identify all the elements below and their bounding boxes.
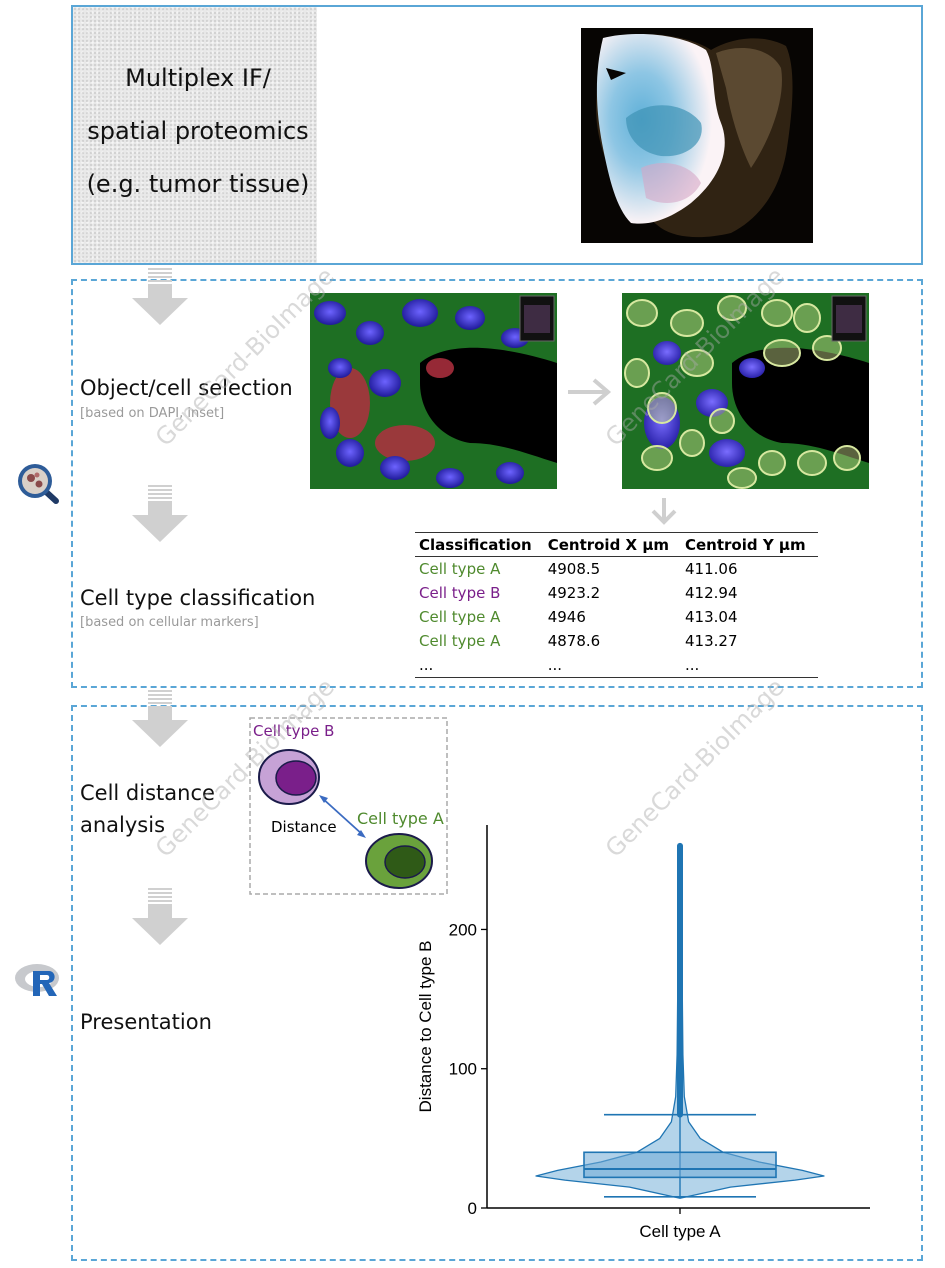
cell-a-label: Cell type A <box>357 809 444 828</box>
box-iqr <box>583 1151 777 1179</box>
cell-b-nucleus <box>275 760 317 796</box>
data-source-line-2: spatial proteomics <box>87 117 309 145</box>
table-cell-class: Cell type A <box>419 632 501 650</box>
step-arrow-2 <box>132 485 188 542</box>
classification-table: Classification Centroid X µm Centroid Y … <box>415 532 818 678</box>
table-cell-y: 413.04 <box>685 608 738 626</box>
column-header-centroid-y: Centroid Y µm <box>681 532 818 557</box>
table-cell-y: 412.94 <box>685 584 738 602</box>
table-header-row: Classification Centroid X µm Centroid Y … <box>415 532 818 557</box>
step-presentation: Presentation <box>80 1010 212 1034</box>
step-arrow-1 <box>132 268 188 325</box>
step-distance-line-1: Cell distance <box>80 781 215 805</box>
step-arrow-3 <box>132 690 188 747</box>
table-cell-y: 411.06 <box>685 560 738 578</box>
cell-b-label: Cell type B <box>253 722 335 740</box>
texture-background <box>73 7 317 263</box>
data-source-label: Multiplex IF/ spatial proteomics (e.g. t… <box>73 52 323 211</box>
step-classification-note: [based on cellular markers] <box>80 615 259 630</box>
table-cell-class: Cell type A <box>419 608 501 626</box>
table-cell-class: ... <box>415 653 544 678</box>
table-cell-x: 4946 <box>547 608 586 626</box>
table-cell-x: 4878.6 <box>547 632 601 650</box>
microscopy-segmented-image <box>622 293 869 489</box>
microscopy-raw-image <box>310 293 557 489</box>
table-row: Cell type A 4908.5 411.06 <box>415 557 818 582</box>
qupath-magnifier-icon <box>18 464 59 504</box>
down-arrow-to-table <box>651 498 677 525</box>
column-header-classification: Classification <box>415 532 544 557</box>
table-row: Cell type B 4923.2 412.94 <box>415 581 818 605</box>
r-logo-icon <box>15 964 59 996</box>
tissue-overview-image <box>581 28 813 243</box>
analysis-panel <box>71 705 923 1261</box>
data-source-line-3: (e.g. tumor tissue) <box>86 170 310 198</box>
right-arrow <box>568 378 612 406</box>
table-cell-y: 413.27 <box>685 632 738 650</box>
table-cell-class: Cell type B <box>419 584 501 602</box>
y-tick-label: 200 <box>449 920 477 939</box>
table-row: Cell type A 4878.6 413.27 <box>415 629 818 653</box>
data-source-line-1: Multiplex IF/ <box>125 64 271 92</box>
step-classification: Cell type classification <box>80 586 316 610</box>
table-cell-x: ... <box>543 653 681 678</box>
y-axis-label: Distance to Cell type B <box>416 941 435 1113</box>
step-distance-line-2: analysis <box>80 813 166 837</box>
table-cell-x: 4923.2 <box>547 584 601 602</box>
y-tick-label: 0 <box>468 1199 477 1218</box>
table-cell-class: Cell type A <box>419 560 501 578</box>
column-header-centroid-x: Centroid X µm <box>543 532 681 557</box>
table-cell-y: ... <box>681 653 818 678</box>
cell-distance-diagram <box>249 717 448 895</box>
step-object-selection-note: [based on DAPI, inset] <box>80 406 225 421</box>
step-arrow-4 <box>132 888 188 945</box>
x-tick-label: Cell type A <box>639 1222 721 1241</box>
table-cell-x: 4908.5 <box>547 560 601 578</box>
y-tick-label: 100 <box>449 1060 477 1079</box>
distance-label: Distance <box>271 818 337 836</box>
step-object-selection: Object/cell selection <box>80 376 293 400</box>
table-row: Cell type A 4946 413.04 <box>415 605 818 629</box>
table-row: ... ... ... <box>415 653 818 678</box>
top-panel <box>71 5 923 265</box>
processing-panel <box>71 279 923 688</box>
cell-a-nucleus <box>384 845 426 879</box>
